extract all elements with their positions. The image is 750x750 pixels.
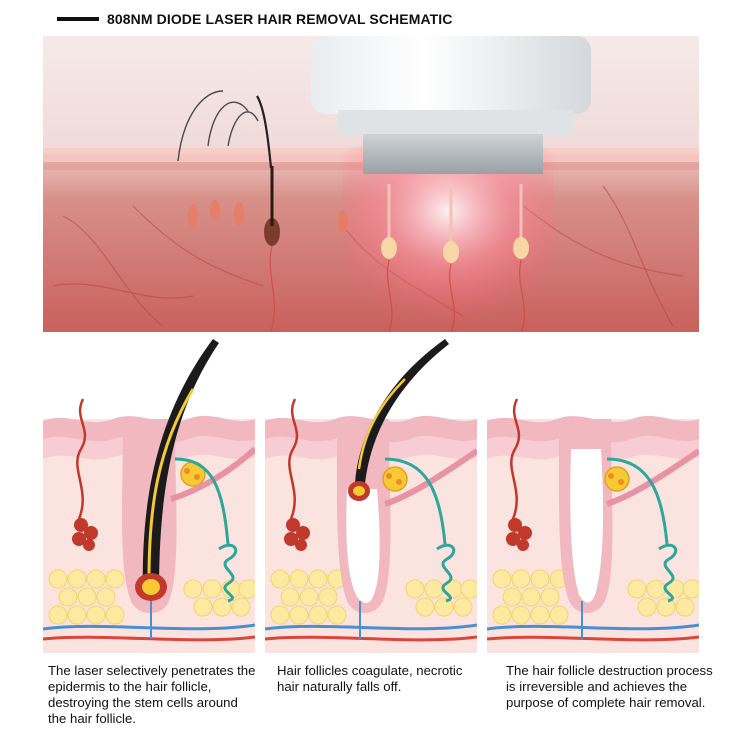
- caption-step-1: The laser selectively penetrates the epi…: [48, 663, 256, 726]
- sweat-gland-icon: [436, 543, 456, 603]
- title-dash: [57, 17, 99, 21]
- caption-step-3: The hair follicle destruction process is…: [506, 663, 713, 710]
- sebaceous-gland-icon: [604, 466, 630, 492]
- caption-step-2: Hair follicles coagulate, necrotic hair …: [277, 663, 463, 694]
- sweat-gland-icon: [218, 543, 238, 603]
- diagram-panel-2: [265, 339, 477, 653]
- page-title: 808NM DIODE LASER HAIR REMOVAL SCHEMATIC: [107, 11, 453, 27]
- laser-skin-photo: [43, 36, 699, 332]
- hair-follicle-icon: [355, 339, 449, 484]
- laser-handpiece-icon: [311, 36, 591, 174]
- sebaceous-gland-icon: [382, 466, 408, 492]
- hair-follicle-icon: [570, 449, 603, 603]
- diagram-panel-3: [487, 339, 699, 653]
- title-bar: 808NM DIODE LASER HAIR REMOVAL SCHEMATIC: [57, 8, 452, 30]
- sweat-gland-icon: [658, 543, 678, 603]
- diagram-panel-1: [43, 339, 255, 653]
- sebaceous-gland-icon: [180, 461, 206, 487]
